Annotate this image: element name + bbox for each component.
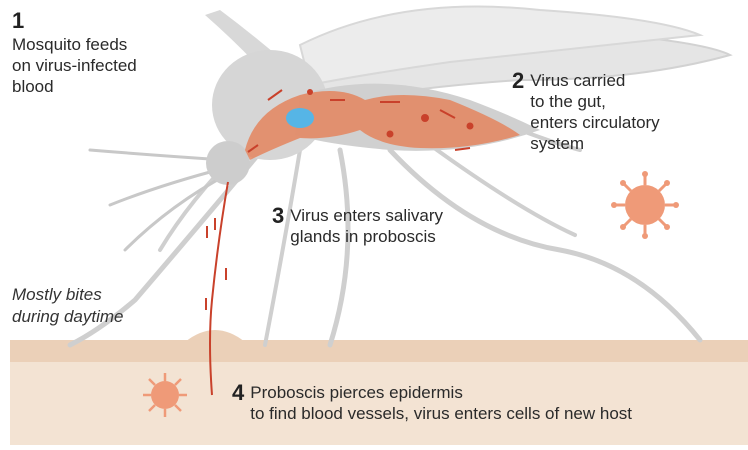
- step-3-text: Virus enters salivary glands in probosci…: [290, 205, 443, 247]
- step-2-text: Virus carried to the gut, enters circula…: [530, 70, 659, 154]
- daytime-note: Mostly bites during daytime: [12, 284, 124, 328]
- step-2-label: 2 Virus carried to the gut, enters circu…: [512, 70, 660, 154]
- step-4-text: Proboscis pierces epidermis to find bloo…: [250, 382, 632, 424]
- virus-dot-1: [421, 114, 429, 122]
- virus-icon: [611, 171, 679, 239]
- virus-dot-3: [387, 131, 394, 138]
- virus-icon: [143, 373, 187, 417]
- head: [206, 141, 250, 185]
- virus-dot-2: [467, 123, 474, 130]
- leg-mid-2: [265, 150, 300, 345]
- step-1-number: 1: [12, 8, 137, 34]
- leg-back-2: [430, 145, 575, 235]
- salivary-gland: [286, 108, 314, 128]
- skin-surface: [10, 340, 748, 362]
- bite-bump: [185, 330, 245, 342]
- step-4-label: 4 Proboscis pierces epidermis to find bl…: [232, 382, 632, 424]
- step-4-number: 4: [232, 382, 244, 404]
- step-1-label: 1 Mosquito feeds on virus-infected blood: [12, 8, 137, 97]
- virus-dot-4: [307, 89, 313, 95]
- step-3-label: 3 Virus enters salivary glands in probos…: [272, 205, 443, 247]
- step-1-text: Mosquito feeds on virus-infected blood: [12, 34, 137, 97]
- step-3-number: 3: [272, 205, 284, 227]
- step-2-number: 2: [512, 70, 524, 92]
- antenna-1: [90, 150, 225, 160]
- leg-mid-1: [330, 150, 348, 345]
